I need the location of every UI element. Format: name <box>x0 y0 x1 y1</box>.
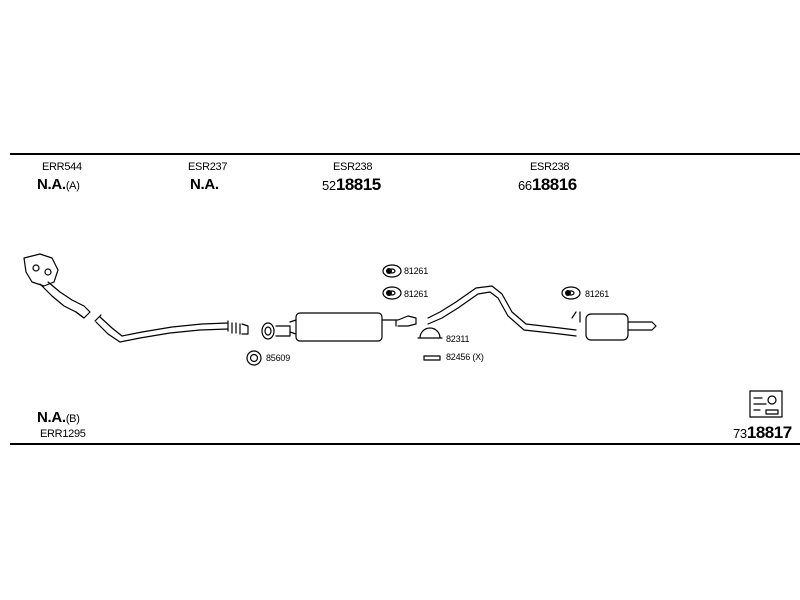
part-prefix: 52 <box>322 178 336 193</box>
section-na: N.A. <box>190 176 219 193</box>
rear-muffler <box>571 311 657 341</box>
kit-main: 18817 <box>746 423 792 442</box>
hanger-label-2: 81261 <box>404 289 429 299</box>
section-na-a: N.A.(A) <box>37 176 80 193</box>
na-text: N.A. <box>37 176 66 193</box>
bottom-rule <box>10 443 800 445</box>
front-pipe <box>94 314 249 343</box>
na-suffix: (A) <box>65 180 80 192</box>
section-code-esr238-front: ESR238 <box>333 161 373 173</box>
na-suffix: (B) <box>65 413 80 425</box>
kit-part-number: 7318817 <box>733 423 792 443</box>
front-muffler <box>289 312 417 342</box>
clamp-label: 82311 <box>446 334 470 344</box>
footer-na-b: N.A.(B) <box>37 409 80 426</box>
kit-prefix: 73 <box>733 426 747 441</box>
part-prefix: 66 <box>518 178 532 193</box>
gasket-ring <box>246 350 262 366</box>
hanger-label-3: 81261 <box>585 289 610 299</box>
top-rule <box>10 153 800 155</box>
flange-ring <box>261 322 291 340</box>
section-code-esr237: ESR237 <box>188 161 228 173</box>
intermediate-pipe <box>427 285 577 337</box>
exhaust-kit-icon <box>749 390 783 418</box>
na-text: N.A. <box>37 409 66 426</box>
hanger-label-1: 81261 <box>404 266 429 276</box>
part-main: 18816 <box>531 175 577 194</box>
bolt-label: 82456 (X) <box>446 352 484 362</box>
pipe-clamp <box>417 327 443 339</box>
bolt <box>423 355 441 361</box>
part-number-rear-muffler: 6618816 <box>518 175 577 195</box>
section-code-esr238-rear: ESR238 <box>530 161 570 173</box>
footer-code-err1295: ERR1295 <box>40 428 86 440</box>
part-main: 18815 <box>335 175 381 194</box>
gasket-label: 85609 <box>266 353 291 363</box>
exhaust-manifold <box>23 253 91 319</box>
section-code-err544: ERR544 <box>42 161 82 173</box>
part-number-front-muffler: 5218815 <box>322 175 381 195</box>
